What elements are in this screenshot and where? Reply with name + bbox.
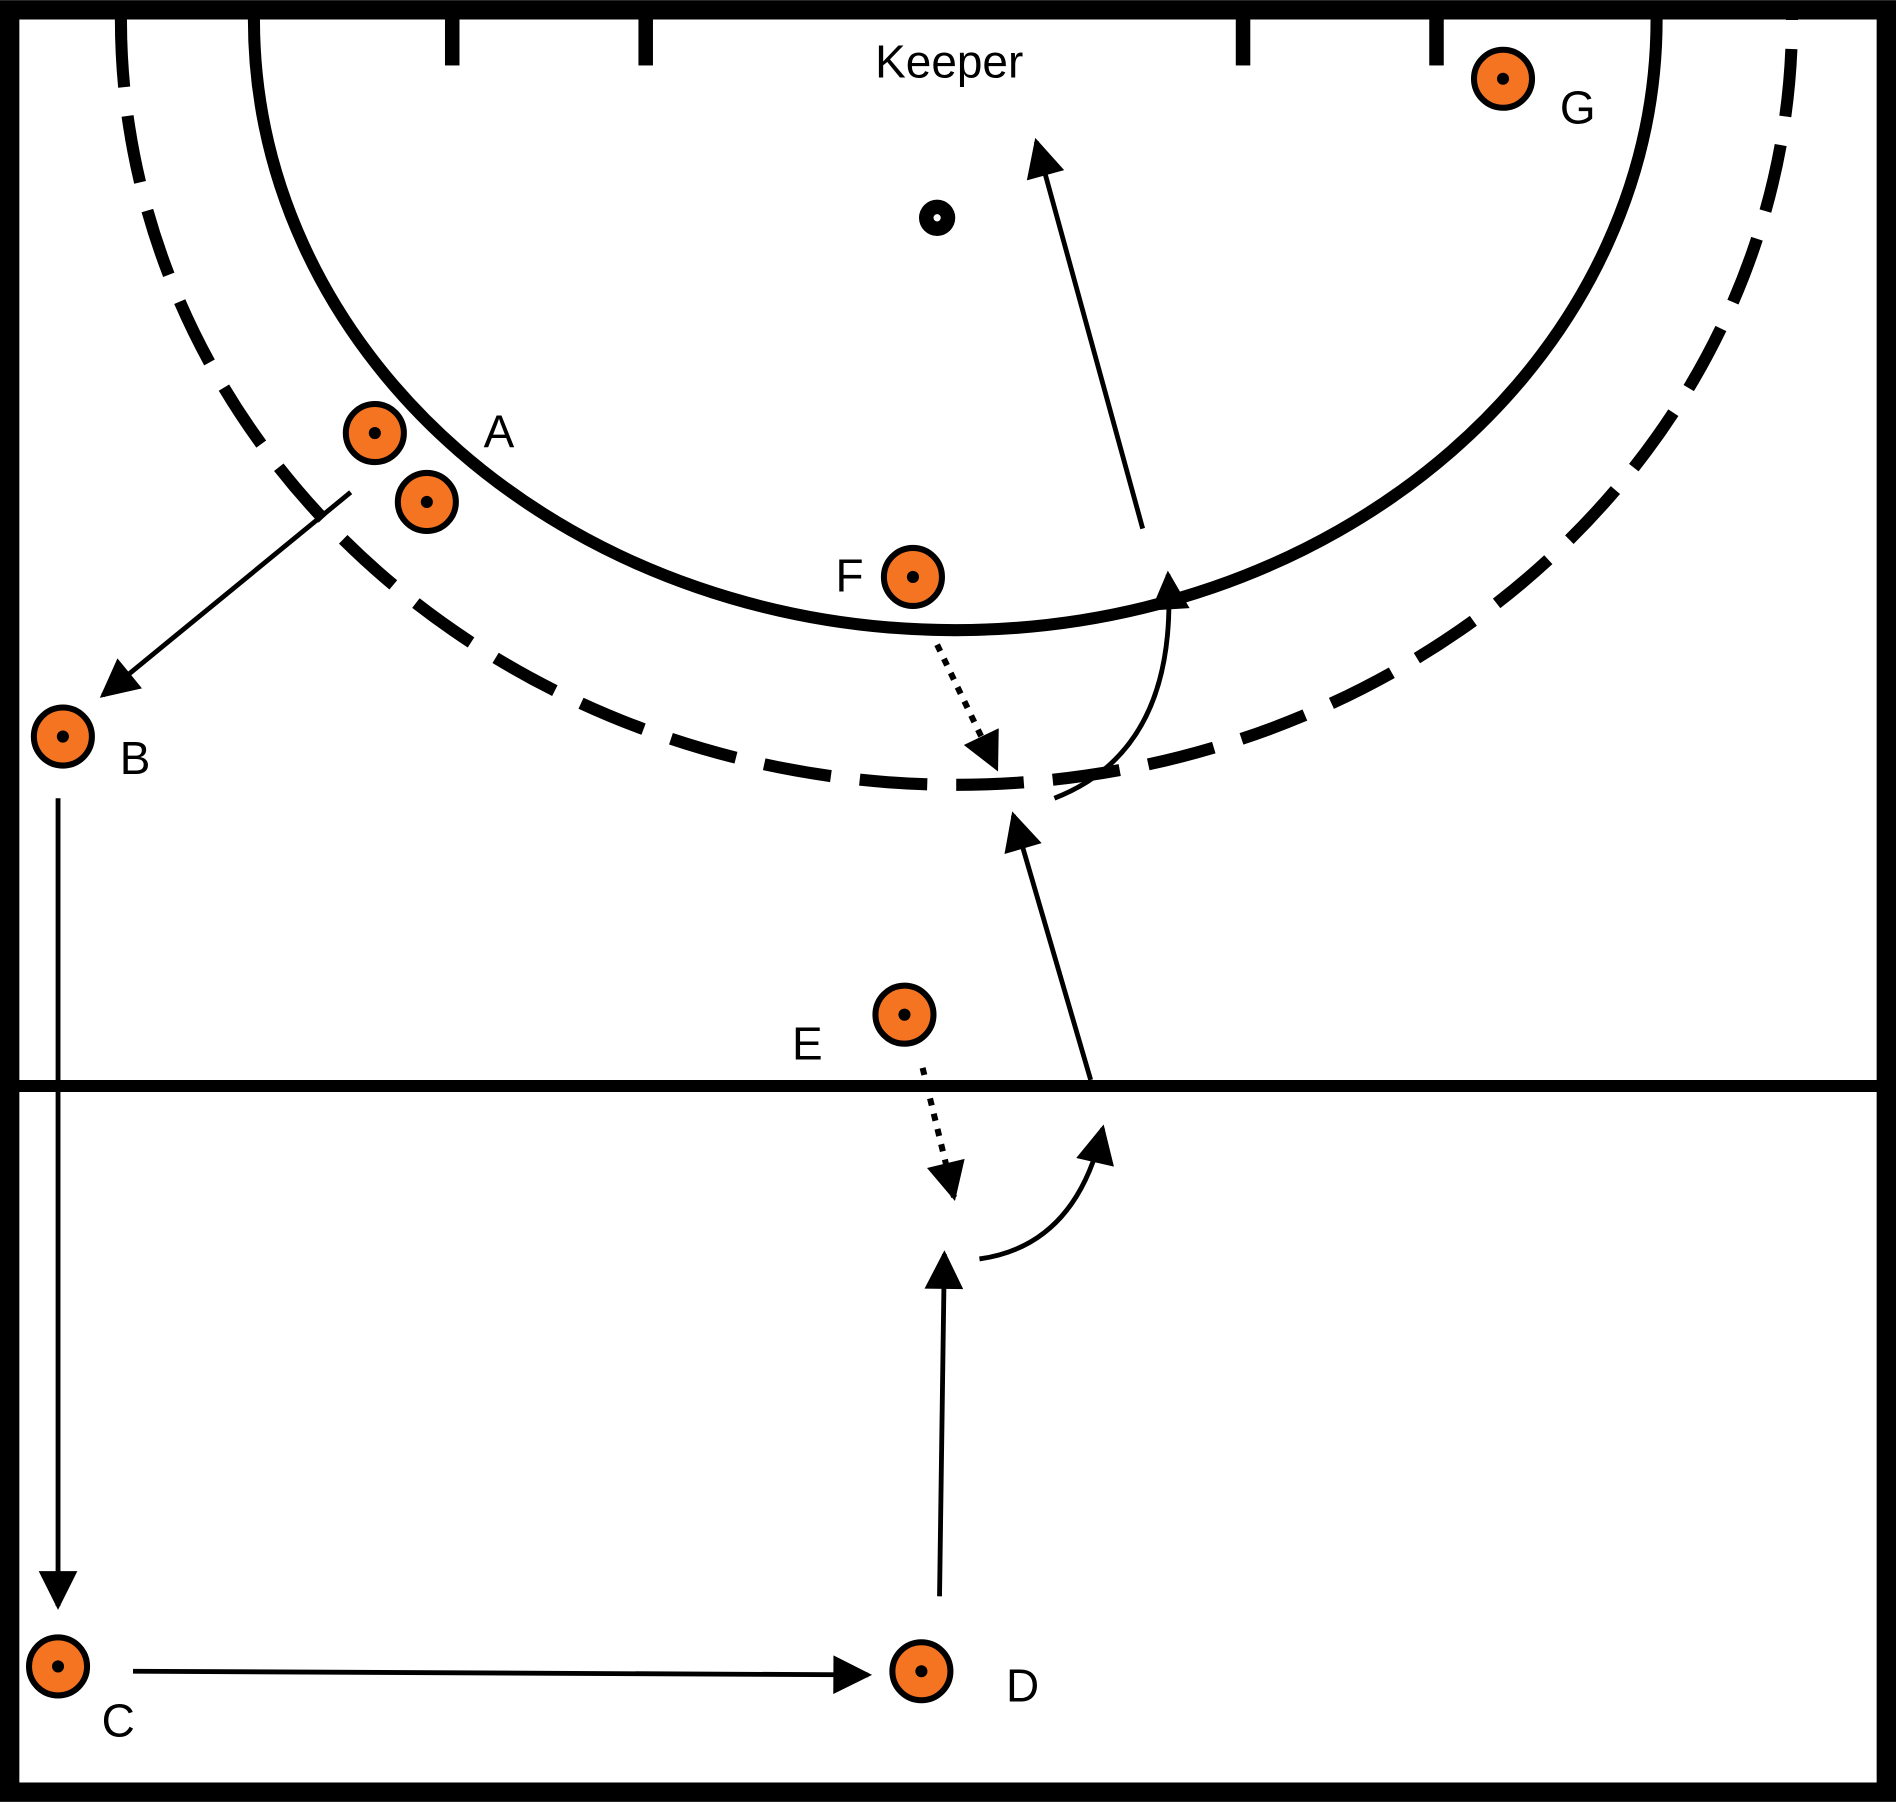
pass-arrow-d-up — [924, 1250, 964, 1597]
player-label-f: F — [836, 549, 864, 601]
dashed-circle — [114, 19, 1799, 791]
goal-posts — [444, 17, 1444, 66]
cone-g — [1470, 46, 1536, 111]
keeper-label: Keeper — [875, 36, 1023, 88]
curve-arrow-e — [979, 1124, 1114, 1262]
shooting-circle — [247, 19, 1663, 637]
penalty-spot — [918, 199, 956, 236]
run-arrow-e — [919, 1067, 965, 1202]
run-arrow-f — [934, 643, 1000, 772]
player-label-g: G — [1560, 81, 1596, 133]
player-label-b: B — [120, 732, 151, 784]
arrows — [38, 137, 1190, 1695]
cone-a2 — [394, 469, 459, 535]
pass-arrow-a-b — [99, 490, 353, 698]
pass-arrow-to-circle — [1004, 811, 1094, 1081]
player-label-d: D — [1006, 1659, 1039, 1711]
cones — [25, 46, 1536, 1704]
cone-f — [880, 544, 945, 609]
curve-arrow-f — [1053, 570, 1190, 801]
player-label-c: C — [102, 1695, 135, 1747]
shot-arrow — [1026, 137, 1146, 530]
cone-b — [30, 704, 95, 769]
cone-d — [889, 1639, 954, 1704]
pass-arrow-c-d — [132, 1655, 873, 1695]
cone-c — [25, 1634, 91, 1699]
cone-e — [872, 982, 937, 1047]
player-label-a: A — [484, 406, 515, 458]
player-label-e: E — [792, 1017, 823, 1069]
cone-a — [342, 401, 407, 466]
